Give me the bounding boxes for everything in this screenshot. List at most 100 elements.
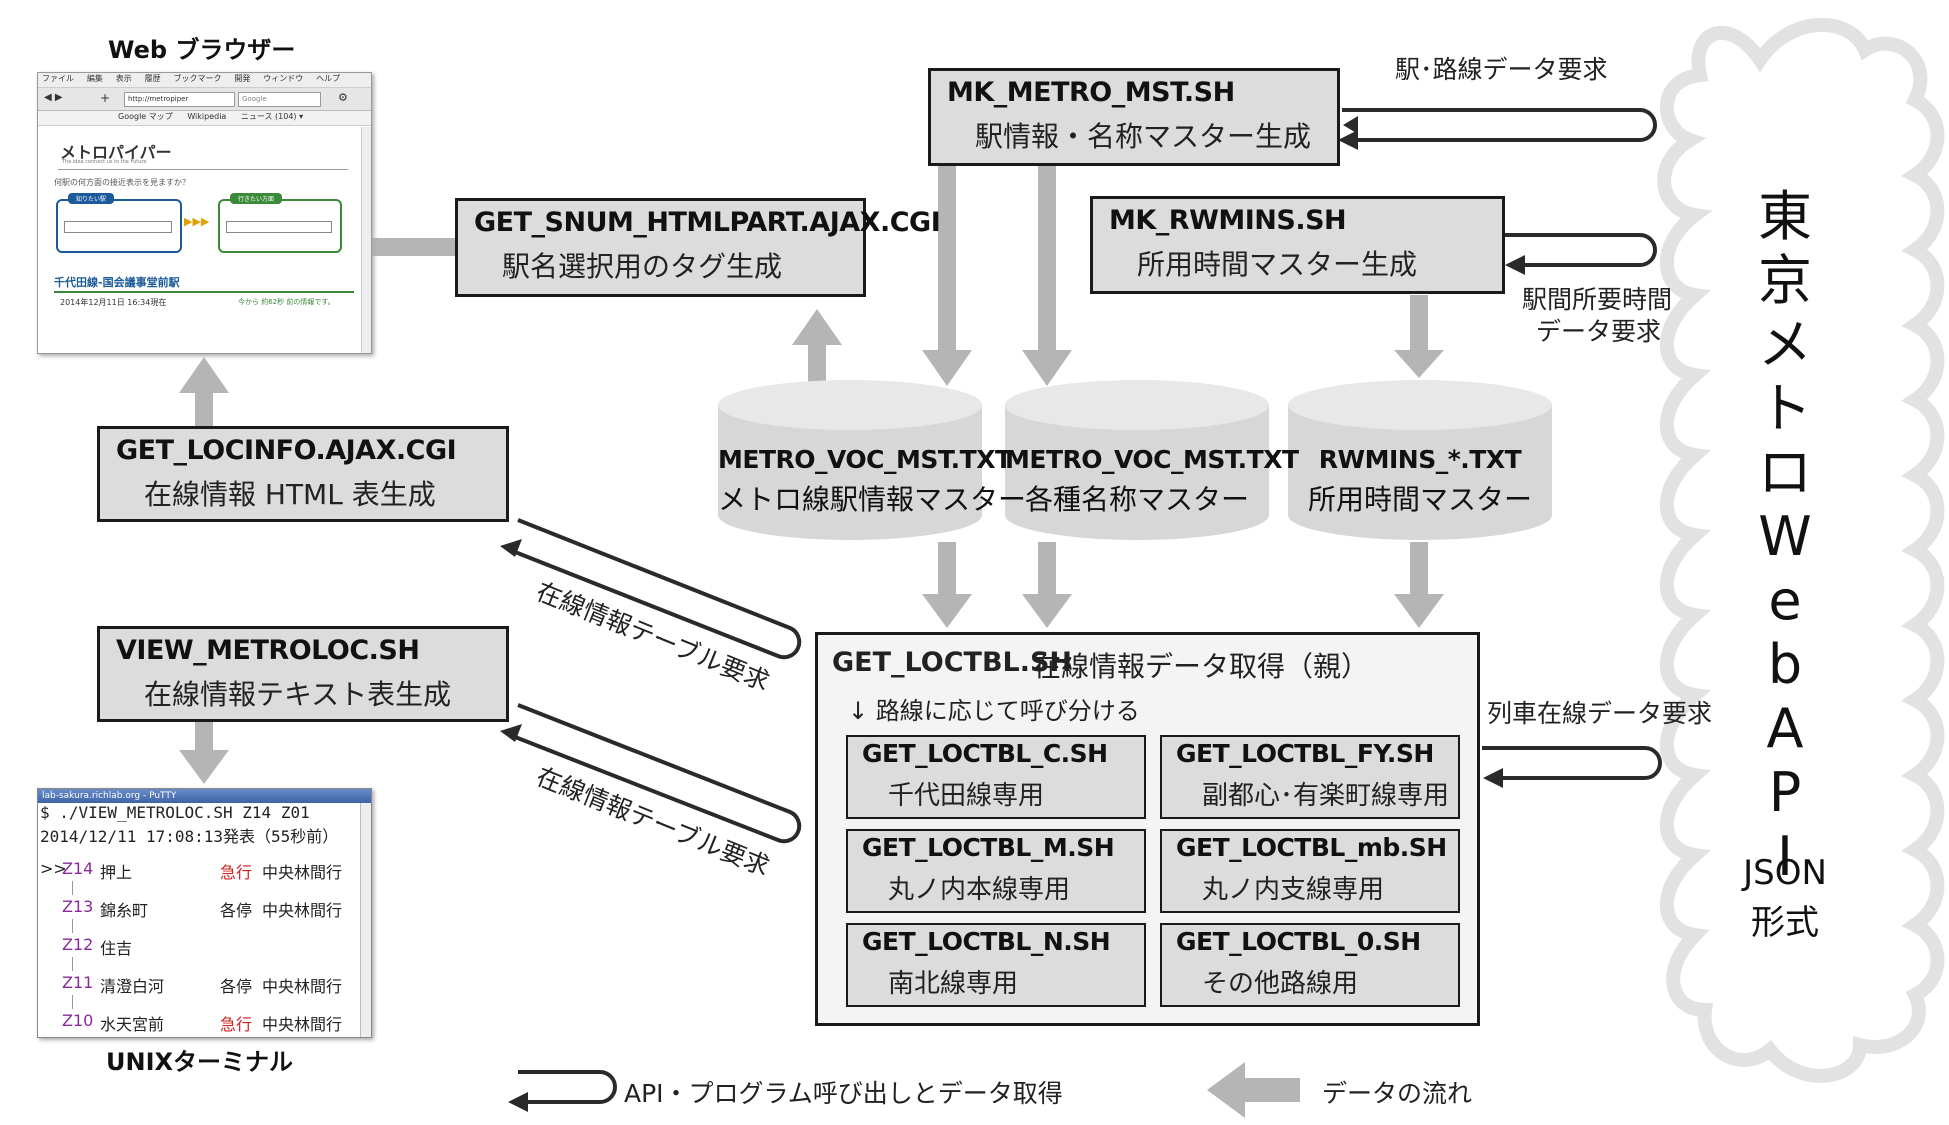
update-time: 2014年12月11日 16:34現在 bbox=[60, 298, 167, 307]
menu-edit[interactable]: 編集 bbox=[86, 74, 103, 83]
terminal-timestamp: 2014/12/11 17:08:13発表（55秒前） bbox=[40, 827, 339, 846]
sub-box-subtitle: 丸ノ内本線専用 bbox=[888, 875, 1071, 905]
label-time-request-1: 駅間所要時間 bbox=[1522, 285, 1673, 314]
mk-metro-subtitle: 駅情報・名称マスター生成 bbox=[975, 120, 1312, 153]
terminal-command: $ ./VIEW_METROLOC.SH Z14 Z01 bbox=[40, 803, 310, 822]
legend-api-label: API・プログラム呼び出しとデータ取得 bbox=[624, 1079, 1063, 1108]
api-call-arrows bbox=[509, 108, 1662, 1104]
menu-help[interactable]: ヘルプ bbox=[316, 74, 341, 83]
cylinder-label-2: METRO_VOC_MST.TXT 各種名称マスター bbox=[1005, 445, 1299, 518]
sub-box-subtitle: その他路線用 bbox=[1202, 969, 1359, 999]
cloud-char-5: W bbox=[1758, 505, 1812, 568]
loop-train-request bbox=[1482, 746, 1662, 780]
cloud-char-6: e bbox=[1768, 569, 1802, 632]
bookmark-maps[interactable]: Google マップ bbox=[118, 112, 173, 121]
cylinders bbox=[718, 380, 1552, 540]
view-metroloc-box: VIEW_METROLOC.SH 在線情報テキスト表生成 bbox=[97, 626, 509, 722]
row-connector bbox=[72, 919, 73, 933]
cylinder-2 bbox=[1005, 380, 1269, 540]
cloud-char-8: A bbox=[1766, 697, 1804, 760]
get-loctbl-title: GET_LOCTBL.SH bbox=[832, 647, 1073, 678]
cylinder-desc-1: メトロ線駅情報マスター bbox=[718, 483, 1027, 516]
row-destination: 中央林間行 bbox=[262, 863, 343, 882]
row-connector bbox=[72, 957, 73, 971]
sub-box-subtitle: 副都心･有楽町線専用 bbox=[1202, 781, 1450, 811]
to-direction-select[interactable] bbox=[226, 221, 332, 233]
row-station-code: Z14 bbox=[62, 859, 94, 878]
cylinder-file-3: RWMINS_*.TXT bbox=[1318, 445, 1522, 474]
legend-flow-arrow bbox=[1207, 1062, 1300, 1118]
browser-menubar: ファイル 編集 表示 履歴 ブックマーク 開発 ウィンドウ ヘルプ bbox=[38, 73, 371, 88]
cylinder-label-3: RWMINS_*.TXT 所用時間マスター bbox=[1288, 445, 1552, 518]
legend-api-arrow bbox=[518, 1070, 617, 1104]
menu-history[interactable]: 履歴 bbox=[144, 74, 161, 83]
search-bar[interactable]: Google bbox=[238, 92, 321, 107]
cylinder-desc-2: 各種名称マスター bbox=[1024, 483, 1249, 516]
view-metroloc-title: VIEW_METROLOC.SH bbox=[116, 635, 420, 666]
eta-text: 今から 約62秒 前の情報です。 bbox=[238, 298, 335, 306]
sub-box-subtitle: 丸ノ内支線専用 bbox=[1202, 875, 1385, 905]
row-train-type: 急行 bbox=[220, 863, 253, 882]
cloud-char-2: メ bbox=[1758, 313, 1812, 376]
sub-box-subtitle: 南北線専用 bbox=[888, 969, 1019, 999]
api-arrowheads bbox=[500, 130, 1525, 1112]
cloud-char-10: I bbox=[1777, 825, 1793, 888]
label-station-request: 駅･路線データ要求 bbox=[1395, 55, 1608, 84]
row-destination: 中央林間行 bbox=[262, 901, 343, 920]
get-locinfo-title: GET_LOCINFO.AJAX.CGI bbox=[116, 435, 457, 466]
row-marker: >> bbox=[40, 859, 67, 878]
cloud-format-json: JSON bbox=[1743, 853, 1827, 893]
row-station-code: Z11 bbox=[62, 973, 94, 992]
cloud-char-4: ロ bbox=[1758, 441, 1812, 504]
mk-rwmins-subtitle: 所用時間マスター生成 bbox=[1137, 248, 1418, 281]
cloud-char-7: b bbox=[1767, 633, 1803, 696]
get-snum-box: GET_SNUM_HTMLPART.AJAX.CGI 駅名選択用のタグ生成 bbox=[455, 198, 941, 297]
browser-toolbar: ◀ ▶ + http://metropiper Google ⚙ bbox=[38, 88, 371, 111]
menu-view[interactable]: 表示 bbox=[115, 74, 132, 83]
menu-file[interactable]: ファイル bbox=[42, 74, 74, 83]
gear-icon[interactable]: ⚙ bbox=[338, 91, 348, 104]
web-browser-screenshot: ファイル 編集 表示 履歴 ブックマーク 開発 ウィンドウ ヘルプ ◀ ▶ + … bbox=[37, 72, 372, 354]
unix-terminal-screenshot: lab-sakura.richlab.org - PuTTY $ ./VIEW_… bbox=[37, 788, 372, 1038]
arrow-cyl2-to-loctbl bbox=[1022, 542, 1072, 628]
from-station-select[interactable] bbox=[64, 221, 172, 233]
row-station-code: Z13 bbox=[62, 897, 94, 916]
menu-bookmarks[interactable]: ブックマーク bbox=[173, 74, 222, 83]
bookmark-news[interactable]: ニュース (104) ▾ bbox=[240, 112, 304, 121]
cloud-char-9: P bbox=[1768, 761, 1802, 824]
label-time-request-2: データ要求 bbox=[1536, 317, 1662, 346]
url-bar[interactable]: http://metropiper bbox=[124, 92, 235, 107]
site-title: メトロパイパー bbox=[60, 143, 172, 162]
menu-develop[interactable]: 開発 bbox=[234, 74, 251, 83]
row-train-type: 急行 bbox=[220, 1015, 253, 1034]
arrow-locinfo-to-browser bbox=[179, 357, 229, 428]
mk-metro-title: MK_METRO_MST.SH bbox=[947, 77, 1235, 108]
mk-rwmins-title: MK_RWMINS.SH bbox=[1109, 205, 1347, 236]
terminal-caption: UNIXターミナル bbox=[106, 1048, 294, 1076]
sub-box-title: GET_LOCTBL_FY.SH bbox=[1176, 739, 1434, 768]
add-tab-icon[interactable]: + bbox=[100, 91, 111, 105]
cloud-char-0: 東 bbox=[1758, 185, 1812, 248]
cylinder-1 bbox=[718, 380, 982, 540]
menu-window[interactable]: ウィンドウ bbox=[263, 74, 304, 83]
cylinder-desc-3: 所用時間マスター bbox=[1307, 483, 1532, 516]
arrow-right-icon: ▶▶▶ bbox=[184, 215, 210, 228]
row-destination: 中央林間行 bbox=[262, 977, 343, 996]
row-station-name: 水天宮前 bbox=[100, 1015, 165, 1034]
arrow-metro-to-cyl1 bbox=[922, 165, 972, 386]
sub-box-title: GET_LOCTBL_C.SH bbox=[862, 739, 1108, 768]
cylinder-3 bbox=[1288, 380, 1552, 540]
browser-caption: Web ブラウザー bbox=[108, 36, 296, 64]
to-direction-label: 行きたい方面 bbox=[230, 193, 283, 204]
back-icon[interactable]: ◀ ▶ bbox=[44, 92, 63, 103]
from-station-panel[interactable]: 知りたい駅 bbox=[56, 193, 182, 253]
browser-scrollbar[interactable] bbox=[361, 127, 371, 353]
arrow-cyl1-to-snum bbox=[792, 309, 842, 385]
to-direction-panel[interactable]: 行きたい方面 bbox=[218, 193, 342, 253]
terminal-scrollbar[interactable] bbox=[360, 803, 371, 1037]
bookmark-wikipedia[interactable]: Wikipedia bbox=[187, 112, 227, 121]
